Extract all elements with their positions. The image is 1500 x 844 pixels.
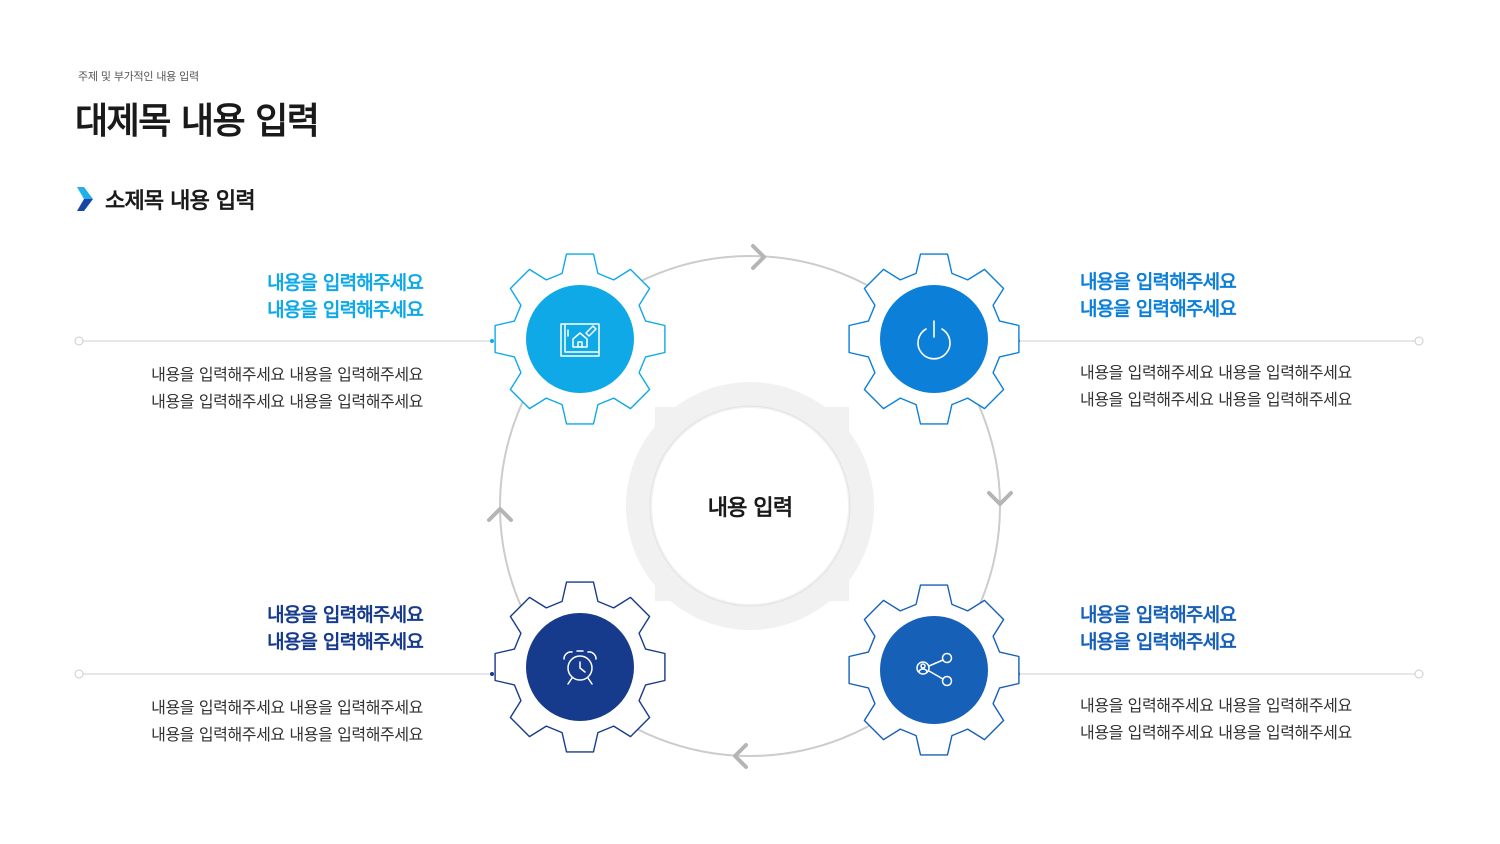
item-3-description: 내용을 입력해주세요 내용을 입력해주세요 내용을 입력해주세요 내용을 입력해… [100, 694, 423, 748]
item-2-heading: 내용을 입력해주세요 내용을 입력해주세요 [1080, 269, 1340, 323]
power-icon [917, 320, 951, 360]
alarm-clock-icon [563, 650, 597, 685]
arrow-left [487, 507, 513, 522]
subtitle: 소제목 내용 입력 [105, 189, 256, 214]
connector-end-dots [74, 336, 1424, 679]
center-label: 내용 입력 [707, 496, 793, 521]
item-2-description: 내용을 입력해주세요 내용을 입력해주세요 내용을 입력해주세요 내용을 입력해… [1080, 359, 1410, 413]
gear-4-disc [880, 616, 988, 724]
item-4-desc-line-2: 내용을 입력해주세요 내용을 입력해주세요 [1080, 723, 1352, 742]
item-3-heading: 내용을 입력해주세요 내용을 입력해주세요 [180, 602, 424, 656]
connector-lines [83, 340, 1415, 675]
item-4-desc-line-1: 내용을 입력해주세요 내용을 입력해주세요 [1080, 696, 1352, 715]
item-2-desc-line-2: 내용을 입력해주세요 내용을 입력해주세요 [1080, 390, 1352, 409]
page-title: 대제목 내용 입력 [75, 101, 320, 142]
gear-3 [494, 581, 666, 753]
arrow-top [751, 244, 766, 270]
gear-2 [848, 253, 1020, 425]
house-chart-icon [560, 323, 600, 357]
arrow-bottom [733, 743, 748, 769]
item-1-description: 내용을 입력해주세요 내용을 입력해주세요 내용을 입력해주세요 내용을 입력해… [100, 361, 423, 415]
gear-4 [848, 584, 1020, 756]
item-1-desc-line-2: 내용을 입력해주세요 내용을 입력해주세요 [151, 392, 423, 411]
outer-ring [499, 255, 1001, 757]
top-label: 주제 및 부가적인 내용 입력 [78, 70, 199, 83]
item-3-heading-line-2: 내용을 입력해주세요 [267, 631, 424, 653]
item-1-heading-line-1: 내용을 입력해주세요 [267, 272, 424, 294]
gear-2-disc [880, 285, 988, 393]
item-3-desc-line-1: 내용을 입력해주세요 내용을 입력해주세요 [151, 698, 423, 717]
item-3-heading-line-1: 내용을 입력해주세요 [267, 604, 424, 626]
item-3-desc-line-2: 내용을 입력해주세요 내용을 입력해주세요 [151, 725, 423, 744]
gear-1 [494, 253, 666, 425]
item-1-desc-line-1: 내용을 입력해주세요 내용을 입력해주세요 [151, 365, 423, 384]
item-2-desc-line-1: 내용을 입력해주세요 내용을 입력해주세요 [1080, 363, 1352, 382]
item-1-heading: 내용을 입력해주세요 내용을 입력해주세요 [180, 270, 424, 324]
share-user-icon [916, 652, 953, 687]
arrow-right [987, 491, 1013, 506]
item-2-heading-line-1: 내용을 입력해주세요 [1080, 271, 1237, 293]
subtitle-row: 소제목 내용 입력 [75, 184, 256, 214]
gear-1-disc [526, 285, 634, 393]
item-2-heading-line-2: 내용을 입력해주세요 [1080, 298, 1237, 320]
item-4-heading-line-2: 내용을 입력해주세요 [1080, 631, 1237, 653]
center-ring [626, 382, 874, 630]
ring-arrows [487, 244, 1013, 769]
item-1-heading-line-2: 내용을 입력해주세요 [267, 299, 424, 321]
item-4-description: 내용을 입력해주세요 내용을 입력해주세요 내용을 입력해주세요 내용을 입력해… [1080, 692, 1410, 746]
item-4-heading-line-1: 내용을 입력해주세요 [1080, 604, 1237, 626]
item-4-heading: 내용을 입력해주세요 내용을 입력해주세요 [1080, 602, 1340, 656]
chevron-right-icon [77, 187, 93, 211]
